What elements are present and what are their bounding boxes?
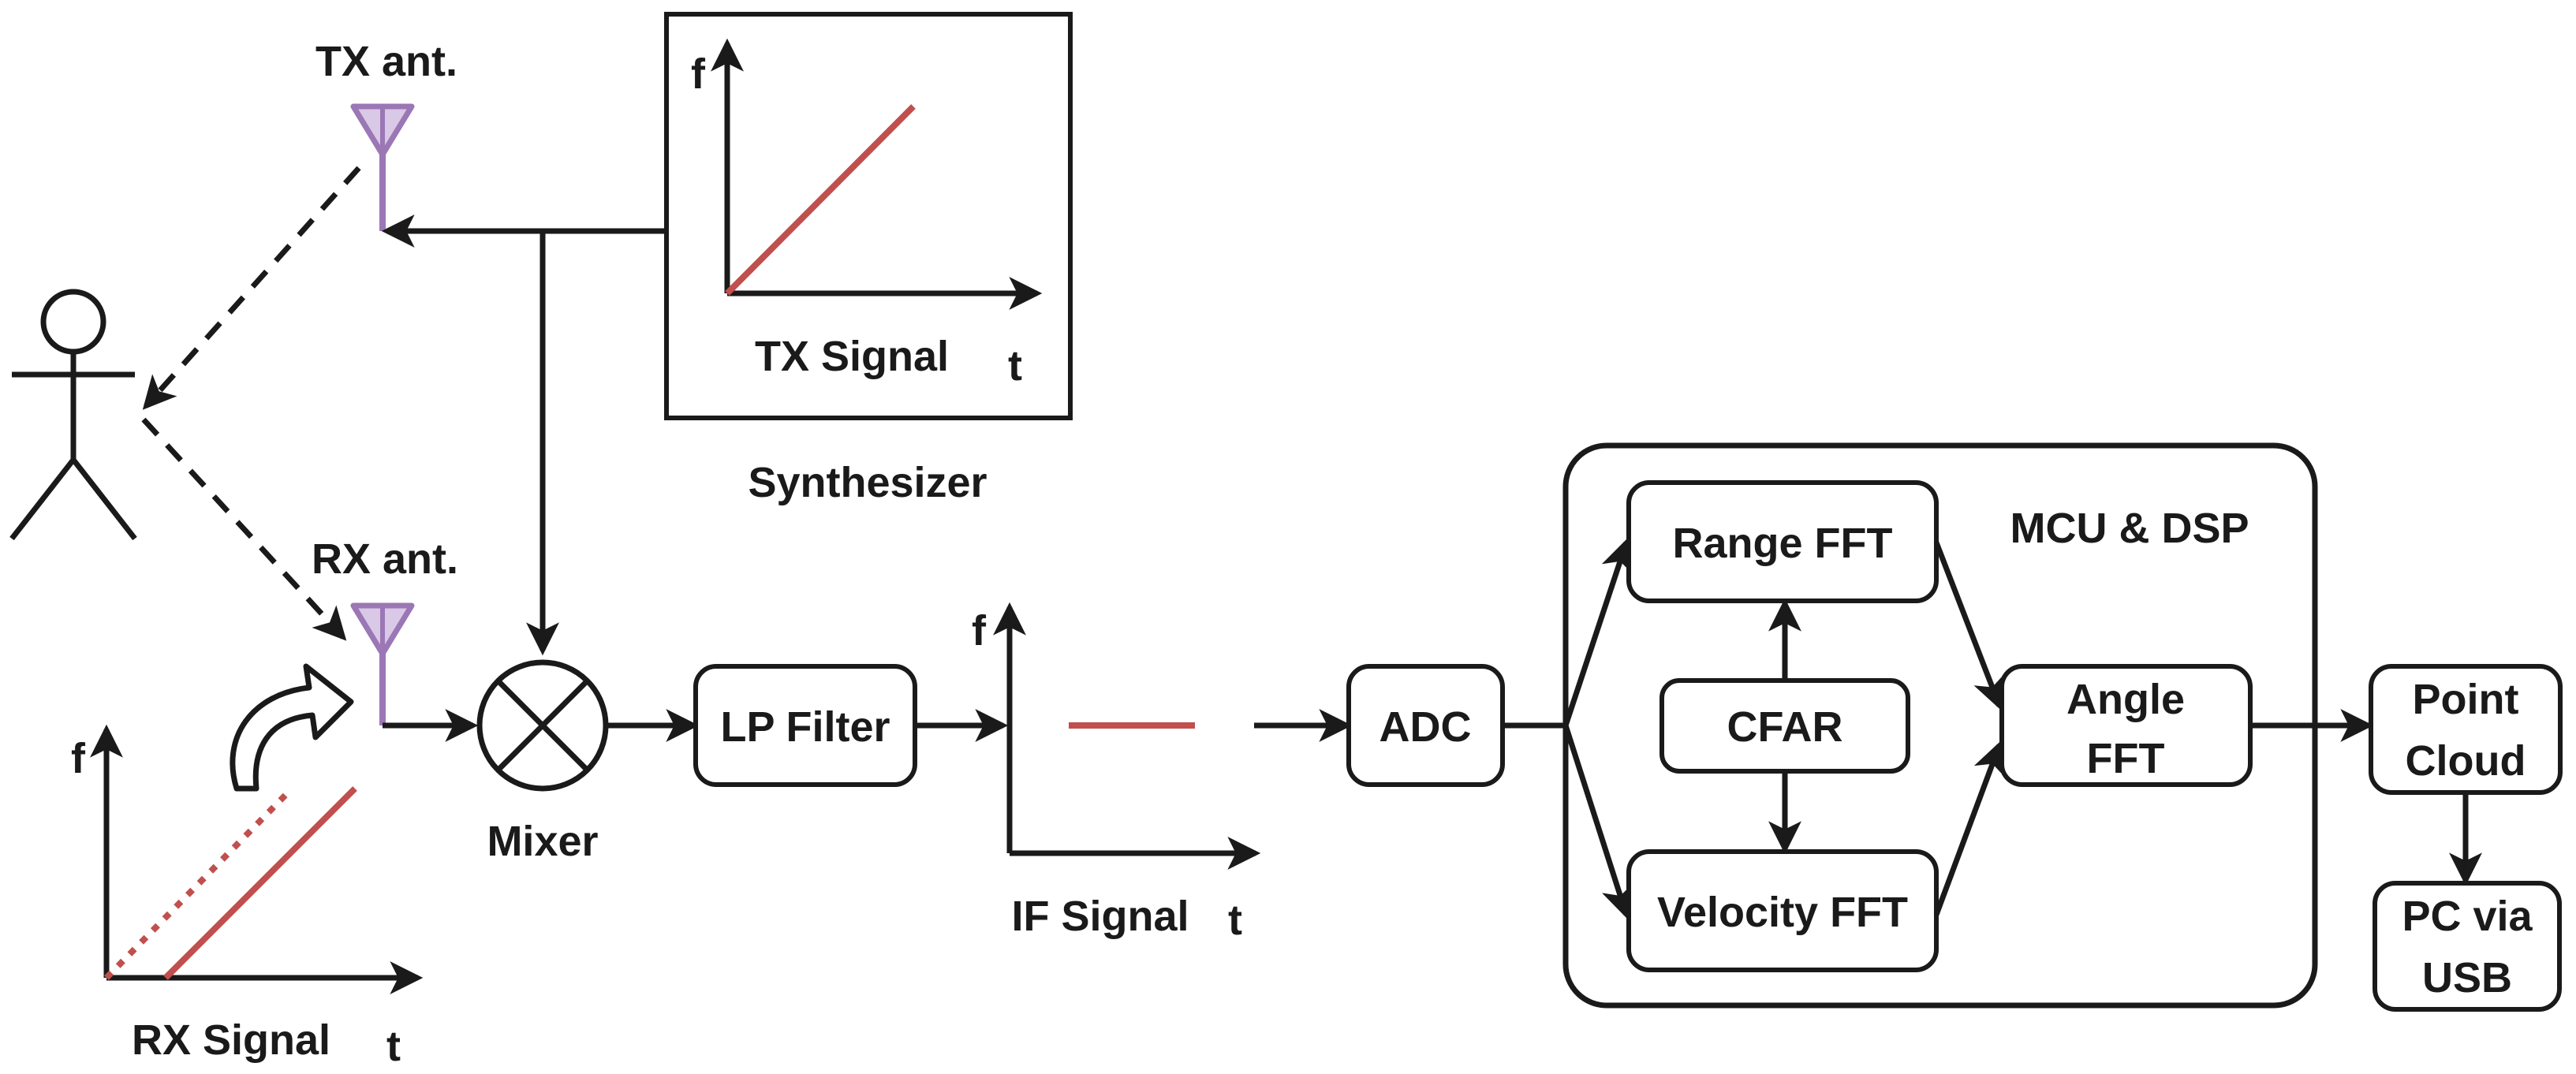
tx-antenna-label: TX ant. — [315, 38, 457, 85]
point-cloud-label-1: Point — [2413, 676, 2519, 723]
rx-antenna-icon — [350, 602, 415, 725]
rx-axis-f: f — [71, 735, 86, 782]
pc-usb-label-1: PC via — [2402, 893, 2533, 940]
rx-signal-plot — [90, 724, 424, 994]
velocity-to-angle-line — [1933, 740, 2006, 916]
curved-arrow-icon — [230, 663, 354, 792]
rx-propagation-path — [141, 417, 347, 641]
adc-to-velocity-line — [1562, 724, 1634, 919]
lp-filter-label: LP Filter — [720, 703, 890, 751]
range-fft-label: Range FFT — [1673, 520, 1893, 567]
tx-signal-label: TX Signal — [755, 333, 949, 380]
velocity-fft-label: Velocity FFT — [1657, 889, 1908, 936]
mixer-icon — [476, 659, 609, 792]
synthesizer-box — [664, 12, 1073, 420]
adc-to-range-line — [1562, 538, 1633, 727]
tx-axis-t: t — [1008, 342, 1022, 390]
rx-antenna-label: RX ant. — [312, 535, 458, 583]
pc-usb-label-2: USB — [2422, 954, 2512, 1001]
adc-label: ADC — [1379, 703, 1472, 751]
if-signal-plot — [993, 602, 1261, 870]
range-to-angle-line — [1933, 541, 2005, 710]
mcu-dsp-label: MCU & DSP — [2010, 505, 2249, 552]
point-cloud-label-2: Cloud — [2406, 737, 2526, 785]
tx-propagation-path — [142, 166, 361, 410]
angle-fft-label-2: FFT — [2087, 735, 2165, 782]
synthesizer-label: Synthesizer — [748, 459, 987, 506]
tx-axis-f: f — [691, 50, 706, 98]
if-signal-label: IF Signal — [1011, 893, 1189, 940]
cfar-label: CFAR — [1727, 703, 1843, 751]
pc-usb-block — [2373, 881, 2562, 1012]
tx-signal-plot — [711, 38, 1043, 310]
if-axis-f: f — [972, 607, 987, 654]
angle-fft-label-1: Angle — [2066, 676, 2185, 723]
mixer-label: Mixer — [487, 818, 598, 865]
if-axis-t: t — [1228, 897, 1242, 944]
rx-signal-label: RX Signal — [132, 1016, 330, 1064]
rx-axis-t: t — [386, 1023, 401, 1070]
tx-antenna-icon — [350, 103, 415, 231]
person-icon — [9, 289, 137, 541]
